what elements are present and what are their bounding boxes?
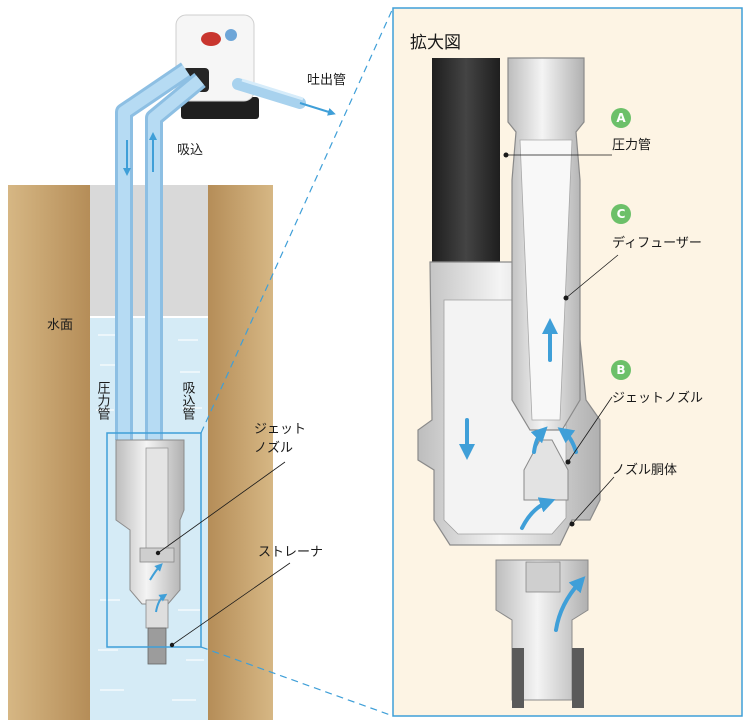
detail-pipe-end-left	[512, 648, 524, 708]
arrow-jet-left	[530, 426, 548, 454]
detail-title: 拡大図	[410, 33, 461, 53]
label-jet-nozzle: ジェットノズル	[254, 422, 307, 456]
detail-leaders	[506, 154, 619, 525]
part-C: C ディフューザー	[611, 204, 702, 251]
arrow-suction-bowl	[520, 497, 556, 530]
leader-dot-nozzle	[565, 459, 571, 465]
label-water-surface: 水面	[47, 318, 73, 333]
badge-c: C	[617, 207, 626, 221]
arrow-jet-right	[557, 427, 578, 454]
part-B: B ジェットノズル	[611, 360, 703, 406]
left-leaders	[157, 461, 291, 646]
detail-pipe-end-right	[572, 648, 584, 708]
label-suction: 吸込	[177, 143, 203, 158]
label-strainer: ストレーナ	[258, 545, 323, 560]
strainer-small	[147, 627, 167, 665]
label-discharge-pipe: 吐出管	[307, 73, 346, 88]
pump-badge-blue	[225, 29, 237, 41]
water-ripples	[96, 334, 204, 701]
leader-dot-pressure	[503, 152, 509, 158]
leader-dot-diffuser	[563, 295, 569, 301]
arrow-suction-lower	[554, 576, 586, 632]
label-diffuser: ディフューザー	[612, 235, 702, 251]
label-suction-pipe-vertical: 吸込管	[180, 381, 196, 421]
ejector-small	[115, 439, 185, 665]
part-nozzle-body: ノズル胴体	[612, 462, 677, 478]
pump-base	[181, 97, 259, 119]
badge-a-circle	[611, 108, 631, 128]
detail-flow-arrows	[459, 318, 586, 632]
detail-panel: 拡大図	[392, 7, 743, 717]
discharge-pipe	[232, 78, 336, 116]
earth-right	[208, 185, 273, 720]
leader-dot-body	[569, 521, 575, 527]
label-pressure-pipe-vertical: 圧力管	[95, 381, 111, 421]
pump-badge-red	[201, 32, 221, 46]
badge-c-circle	[611, 204, 631, 224]
part-A: A 圧力管	[611, 108, 651, 153]
riser-pipes	[115, 62, 206, 440]
badge-b-circle	[611, 360, 631, 380]
badge-b: B	[616, 363, 625, 377]
leader-dot-nozzle-left	[155, 550, 161, 556]
label-nozzle-body: ノズル胴体	[612, 462, 677, 478]
zoom-frame	[106, 432, 202, 648]
label-pressure-pipe-detail: 圧力管	[612, 138, 651, 153]
detail-dark-pipe	[432, 58, 500, 264]
pump-unit	[175, 14, 259, 119]
left-labels: 吐出管 吸込 水面 圧力管 吸込管 ジェットノズル ストレーナ	[47, 73, 346, 560]
leader-dot-strainer	[169, 642, 175, 648]
projection-lines	[200, 7, 394, 717]
label-jet-nozzle-wrap: ジェットノズル	[254, 422, 307, 456]
earth-left	[8, 185, 90, 720]
label-jet-nozzle-detail: ジェットノズル	[612, 390, 703, 406]
badge-a: A	[616, 111, 626, 125]
discharge-arrow	[299, 102, 336, 116]
flow-arrows-upper	[123, 132, 157, 176]
